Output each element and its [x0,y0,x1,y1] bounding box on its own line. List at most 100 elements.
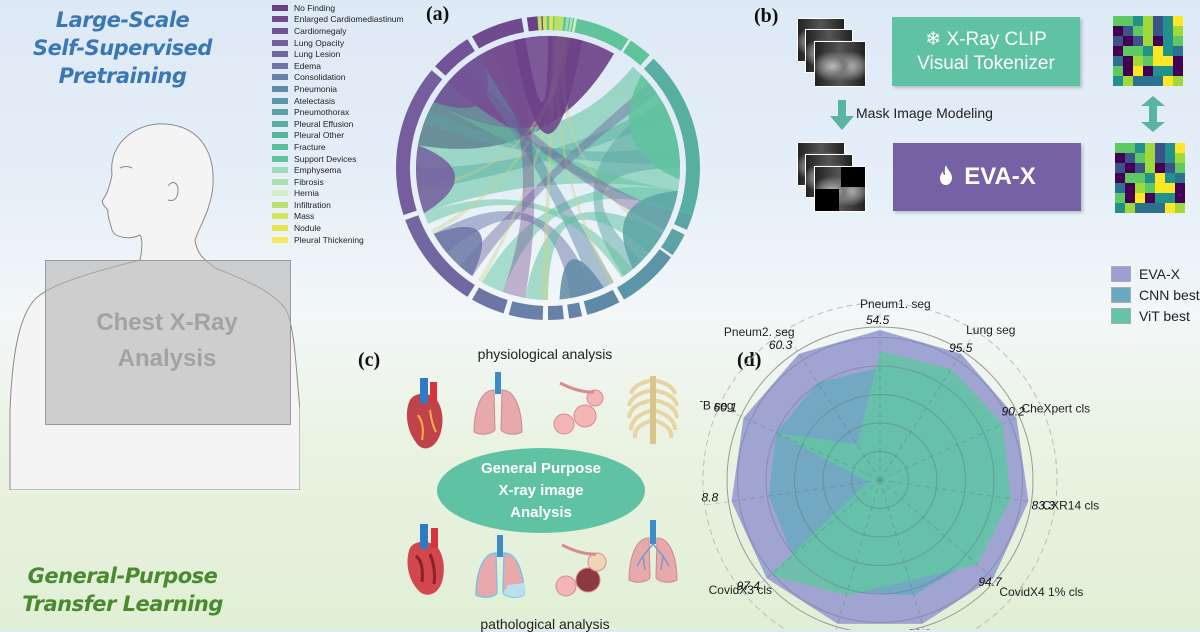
token-grid-top [1113,16,1183,86]
legend-swatch [272,155,288,162]
legend-label: Infiltration [294,199,331,210]
token-cell [1153,46,1163,56]
token-cell [1125,173,1135,183]
xray-clip-tokenizer-box: ❄ X-Ray CLIP Visual Tokenizer [892,17,1080,86]
legend-label: Fracture [294,141,326,152]
token-cell [1175,193,1185,203]
token-cell [1173,46,1183,56]
chord-legend-item: Pneumonia [272,83,404,95]
token-cell [1123,66,1133,76]
radar-grid-ring [822,422,938,538]
token-cell [1153,36,1163,46]
token-cell [1143,36,1153,46]
radar-axis-label: Pneum1. seg [860,297,931,311]
radar-spoke [879,479,925,630]
radar-outer-ring [702,302,1058,630]
chord-legend-item: Lung Lesion [272,48,404,60]
token-cell [1165,203,1175,213]
radar-axis-label: CovidX4 1% cls [999,585,1083,599]
token-cell [1163,66,1173,76]
token-cell [1113,56,1123,66]
legend-swatch [272,97,288,104]
tokenizer-label-line: Visual Tokenizer [917,52,1055,74]
heart-icon [406,378,443,449]
chord-arc [564,17,570,32]
token-cell [1143,46,1153,56]
chord-self-loop [416,145,455,214]
legend-label: Atelectasis [294,95,336,106]
token-cell [1143,76,1153,86]
chord-ribbon [560,36,663,238]
legend-label: ViT best [1139,307,1190,324]
radar-spoke [835,479,881,630]
token-cell [1175,153,1185,163]
token-cell [1145,173,1155,183]
legend-label: CNN best [1139,286,1200,303]
legend-label: Pneumonia [294,83,338,94]
radar-spoke [704,479,881,506]
token-cell [1165,163,1175,173]
chord-legend-item: Cardiomegaly [272,25,404,37]
legend-label: Edema [294,60,321,71]
token-grid-bottom [1115,143,1185,213]
token-cell [1163,16,1173,26]
token-cell [1123,76,1133,86]
chord-self-loop [622,190,678,270]
chord-arc [472,18,525,49]
token-cell [1115,193,1125,203]
radar-series-vit-best [770,351,1011,596]
token-cell [1155,143,1165,153]
legend-swatch [272,85,288,92]
token-cell [1123,36,1133,46]
token-cell [1125,183,1135,193]
legend-swatch [272,120,288,127]
title-line: Self-Supervised [33,36,212,60]
oval-text-line: General Purpose [480,459,602,477]
radar-value-label: 95.5 [949,341,973,355]
chord-arc [472,287,508,314]
token-cell [1123,56,1133,66]
radar-spoke [783,330,881,481]
token-cell [1153,66,1163,76]
token-cell [1133,26,1143,36]
token-cell [1163,76,1173,86]
title-line: General-Purpose [27,564,218,588]
chord-legend-item: Mass [272,211,404,223]
chord-legend-item: Infiltration [272,199,404,211]
token-cell [1165,193,1175,203]
radar-legend-item: ViT best [1111,305,1200,326]
chord-legend-item: Lung Opacity [272,37,404,49]
chest-xray-label: Chest X-Ray Analysis [45,305,289,377]
legend-label: Pleural Other [294,130,345,141]
chest-label-line: Chest X-Ray [96,309,238,336]
legend-swatch [1111,307,1131,324]
token-cell [1125,163,1135,173]
token-cell [1173,76,1183,86]
snowflake-icon: ❄ [925,28,942,50]
radar-grid-ring [765,365,995,595]
token-cell [1133,16,1143,26]
token-cell [1135,163,1145,173]
token-cell [1113,36,1123,46]
token-cell [1155,153,1165,163]
token-cell [1115,153,1125,163]
token-cell [1173,16,1183,26]
radar-grid-ring [794,394,966,566]
physiological-caption: physiological analysis [477,346,613,362]
chord-ribbon [459,83,658,277]
radar-value-label: 90.2 [1001,405,1025,419]
token-cell [1163,46,1173,56]
chord-arc [554,16,564,31]
token-cell [1173,66,1183,76]
bidirectional-arrow-icon [1141,96,1165,132]
panel-b-label: (b) [754,5,779,27]
lungs-bronchi-icon [628,520,678,583]
chord-self-loop [559,259,604,300]
radar-spoke [745,479,881,597]
transfer-learning-title: General-Purpose Transfer Learning [10,562,235,618]
chord-arc [674,210,693,230]
radar-value-label: 60.3 [769,338,793,352]
token-cell [1145,183,1155,193]
chord-arc [405,215,475,297]
legend-label: No Finding [294,2,336,13]
